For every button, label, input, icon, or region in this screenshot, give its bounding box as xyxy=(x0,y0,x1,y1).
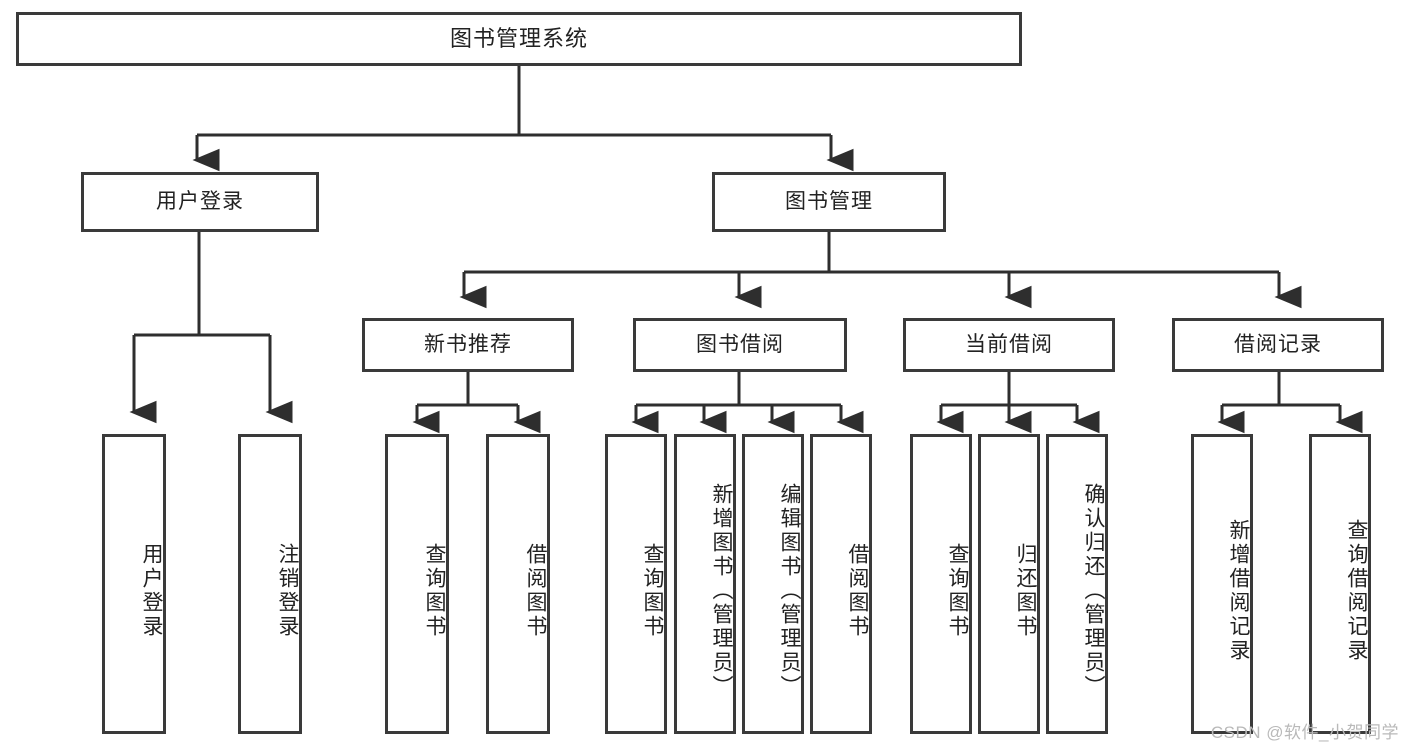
node-label: 图书管理系统 xyxy=(449,25,588,51)
leaf-currentborrow-confirm-return[interactable]: 确认归还（管理员） xyxy=(1046,434,1108,734)
node-label: 借阅图书 xyxy=(846,543,869,639)
node-root-system[interactable]: 图书管理系统 xyxy=(16,12,1022,66)
node-label: 查询借阅记录 xyxy=(1345,519,1368,663)
node-current-borrow[interactable]: 当前借阅 xyxy=(903,318,1115,372)
leaf-newbook-query-book[interactable]: 查询图书 xyxy=(385,434,449,734)
node-book-management[interactable]: 图书管理 xyxy=(712,172,946,232)
node-label: 查询图书 xyxy=(641,543,664,639)
node-label: 查询图书 xyxy=(423,543,446,639)
node-label: 图书借阅 xyxy=(696,333,784,357)
node-label: 新增借阅记录 xyxy=(1227,519,1250,663)
node-label: 编辑图书（管理员） xyxy=(778,483,801,699)
leaf-user-login-login[interactable]: 用户登录 xyxy=(102,434,166,734)
node-label: 借阅图书 xyxy=(524,543,547,639)
node-label: 当前借阅 xyxy=(965,333,1053,357)
node-label: 用户登录 xyxy=(140,543,163,639)
node-label: 新增图书（管理员） xyxy=(710,483,733,699)
leaf-currentborrow-return-book[interactable]: 归还图书 xyxy=(978,434,1040,734)
leaf-bookborrow-edit-book[interactable]: 编辑图书（管理员） xyxy=(742,434,804,734)
watermark: CSDN @软件_小贺同学 xyxy=(1210,723,1399,742)
node-label: 用户登录 xyxy=(156,190,244,214)
node-label: 查询图书 xyxy=(946,543,969,639)
leaf-user-login-logout[interactable]: 注销登录 xyxy=(238,434,302,734)
leaf-bookborrow-borrow-book[interactable]: 借阅图书 xyxy=(810,434,872,734)
node-label: 确认归还（管理员） xyxy=(1082,483,1105,699)
leaf-newbook-borrow-book[interactable]: 借阅图书 xyxy=(486,434,550,734)
node-book-borrow[interactable]: 图书借阅 xyxy=(633,318,847,372)
node-borrow-record[interactable]: 借阅记录 xyxy=(1172,318,1384,372)
leaf-borrowrecord-query-record[interactable]: 查询借阅记录 xyxy=(1309,434,1371,734)
node-label: 图书管理 xyxy=(785,190,873,214)
leaf-borrowrecord-add-record[interactable]: 新增借阅记录 xyxy=(1191,434,1253,734)
node-label: 注销登录 xyxy=(276,543,299,639)
leaf-currentborrow-query-book[interactable]: 查询图书 xyxy=(910,434,972,734)
node-label: 借阅记录 xyxy=(1234,333,1322,357)
leaf-bookborrow-query-book[interactable]: 查询图书 xyxy=(605,434,667,734)
node-new-book-recommend[interactable]: 新书推荐 xyxy=(362,318,574,372)
leaf-bookborrow-add-book[interactable]: 新增图书（管理员） xyxy=(674,434,736,734)
node-label: 归还图书 xyxy=(1014,543,1037,639)
node-label: 新书推荐 xyxy=(424,333,512,357)
node-user-login[interactable]: 用户登录 xyxy=(81,172,319,232)
